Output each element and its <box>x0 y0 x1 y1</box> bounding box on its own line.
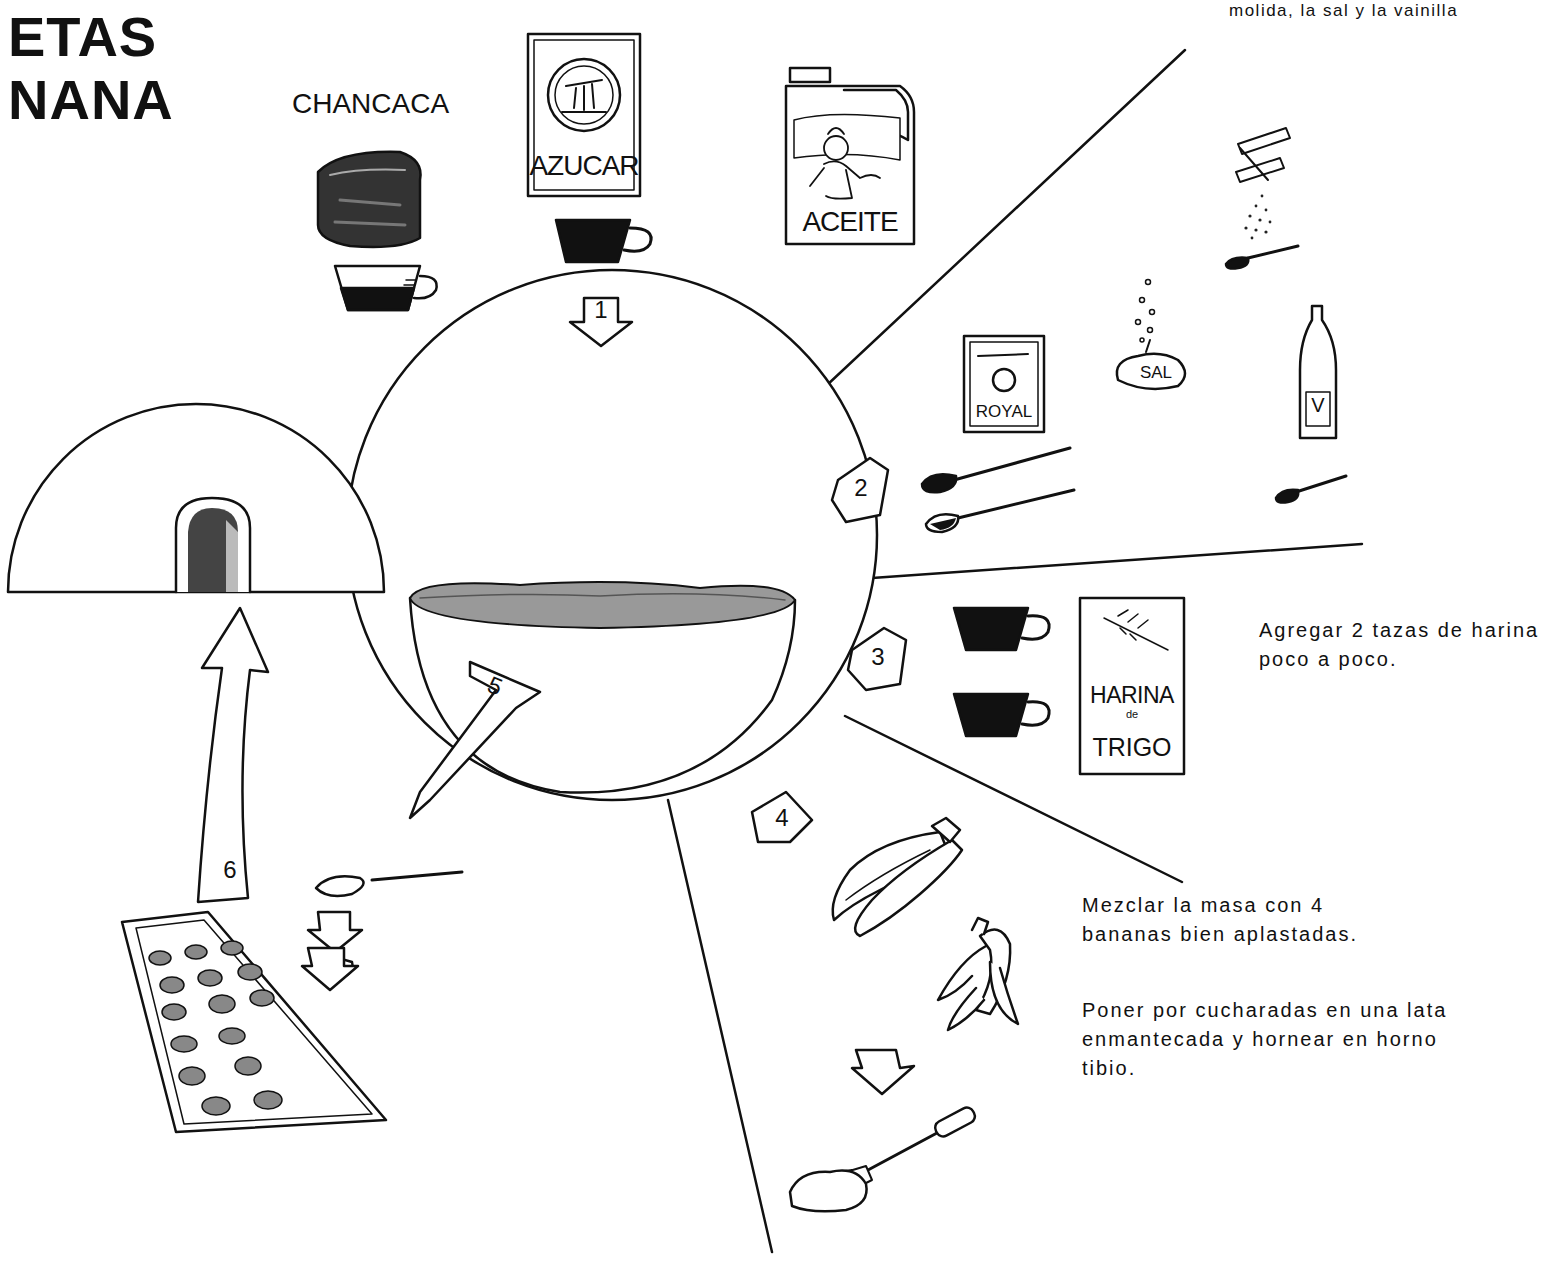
step-note: Mezclar la masa con 4 bananas bien aplas… <box>1082 891 1422 949</box>
callout-number: 3 <box>858 643 898 671</box>
package-label: AZUCAR <box>528 150 640 182</box>
callout-number: 6 <box>212 856 248 884</box>
callout-number: 4 <box>762 804 802 832</box>
package-label: HARINA <box>1080 682 1184 708</box>
step-note: molida, la sal y la vainilla <box>1229 2 1549 21</box>
step-note: Poner por cucharadas en una lata enmante… <box>1082 996 1482 1083</box>
package-label: CHANCACA <box>292 88 442 120</box>
package-label: ACEITE <box>786 206 914 238</box>
package-label: SAL <box>1126 363 1186 383</box>
package-label: V <box>1306 394 1330 417</box>
package-label: TRIGO <box>1080 733 1184 762</box>
callout-number: 1 <box>584 296 618 324</box>
callout-number: 5 <box>474 667 516 705</box>
step-note: Agregar 2 tazas de harina poco a poco. <box>1259 616 1549 674</box>
package-label: de <box>1112 708 1152 721</box>
callout-number: 2 <box>844 474 878 502</box>
recipe-title: ETAS NANA <box>8 6 238 131</box>
package-label: ROYAL <box>964 402 1044 422</box>
